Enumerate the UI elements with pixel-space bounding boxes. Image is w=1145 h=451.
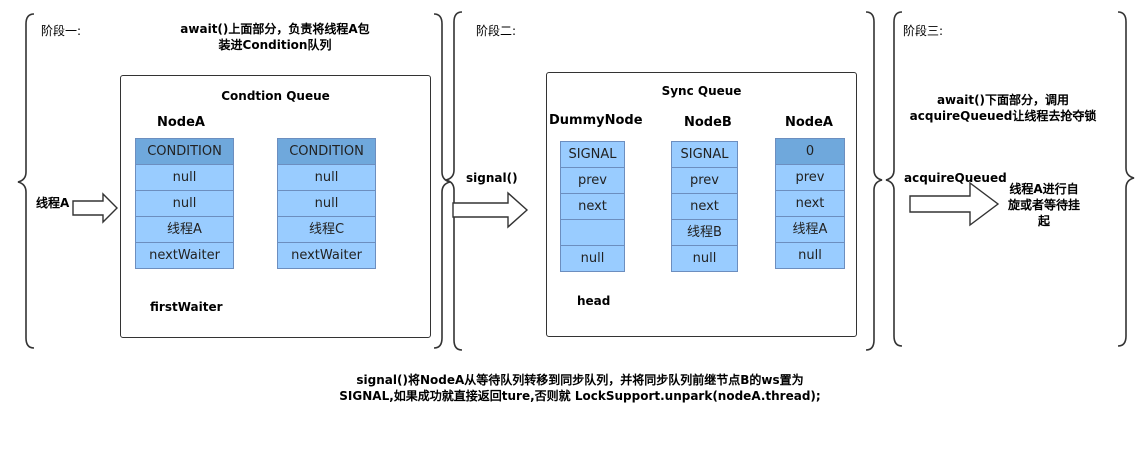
stage1-description: await()上面部分，负责将线程A包 装进Condition队列 — [160, 21, 390, 53]
stage1-desc-line1: await()上面部分，负责将线程A包 — [180, 22, 370, 36]
sq-nodeA-label: NodeA — [785, 115, 833, 130]
sq-dummy-prev: prev — [561, 168, 624, 194]
footer-line2: SIGNAL,如果成功就直接返回ture,否则就 LockSupport.unp… — [339, 389, 821, 403]
sq-dummy-thread — [561, 220, 624, 246]
sq-dummy-node: SIGNAL prev next null — [560, 141, 625, 272]
sq-nodeB-prev: prev — [672, 168, 737, 194]
first-waiter-label: firstWaiter — [150, 300, 223, 314]
acquire-queued-label: acquireQueued — [904, 171, 1007, 185]
cq-nodeC-next: null — [278, 191, 375, 217]
cq-nodeC-waitstatus: CONDITION — [278, 139, 375, 165]
stage3-result-line2: 旋或者等待挂 — [1007, 198, 1080, 212]
thread-a-arrow — [72, 192, 118, 224]
sq-nodeA-nextwaiter: null — [776, 243, 844, 268]
acquire-arrow — [909, 181, 1000, 227]
stage2-right-brace — [865, 11, 883, 351]
condition-queue-title: Condtion Queue — [221, 89, 330, 103]
stage1-desc-line2: 装进Condition队列 — [218, 38, 332, 52]
sq-nodeA-prev: prev — [776, 165, 844, 191]
stage3-result-line1: 线程A进行自 — [1009, 182, 1079, 196]
sq-nodeA-next: next — [776, 191, 844, 217]
stage3-result-line3: 起 — [1037, 214, 1050, 228]
stage1-title: 阶段一: — [41, 24, 82, 38]
cq-nodeA-thread: 线程A — [136, 217, 233, 243]
sq-nodeA: 0 prev next 线程A null — [775, 138, 845, 269]
cq-nodeC-thread: 线程C — [278, 217, 375, 243]
footer-note: signal()将NodeA从等待队列转移到同步队列，并将同步队列前继节点B的w… — [280, 372, 880, 404]
stage3-desc-line1: await()下面部分，调用 — [936, 93, 1070, 107]
cq-nodeA-waitstatus: CONDITION — [136, 139, 233, 165]
sq-nodeB-nextwaiter: null — [672, 246, 737, 271]
head-label: head — [577, 294, 611, 308]
sq-dummy-nextwaiter: null — [561, 246, 624, 271]
stage3-title: 阶段三: — [903, 24, 944, 38]
cq-nodeA-prev: null — [136, 165, 233, 191]
sq-nodeB: SIGNAL prev next 线程B null — [671, 141, 738, 272]
sq-nodeB-waitstatus: SIGNAL — [672, 142, 737, 168]
sq-nodeB-label: NodeB — [684, 115, 732, 130]
signal-label: signal() — [466, 171, 518, 185]
stage3-description: await()下面部分，调用 acquireQueued让线程去抢夺锁 — [898, 92, 1108, 124]
sq-nodeA-thread: 线程A — [776, 217, 844, 243]
stage3-desc-line2: acquireQueued让线程去抢夺锁 — [909, 109, 1097, 123]
dummy-node-label: DummyNode — [549, 113, 643, 128]
cq-nodeC: CONDITION null null 线程C nextWaiter — [277, 138, 376, 269]
sync-queue-title: Sync Queue — [661, 84, 742, 98]
cq-nodeC-prev: null — [278, 165, 375, 191]
sq-nodeB-next: next — [672, 194, 737, 220]
stage1-left-brace — [17, 13, 35, 349]
cq-nodeA-nextwaiter: nextWaiter — [136, 243, 233, 268]
stage3-left-brace — [885, 11, 903, 347]
sq-dummy-next: next — [561, 194, 624, 220]
sq-nodeB-thread: 线程B — [672, 220, 737, 246]
footer-line1: signal()将NodeA从等待队列转移到同步队列，并将同步队列前继节点B的w… — [356, 373, 804, 387]
stage2-left-brace — [445, 11, 463, 351]
stage3-result: 线程A进行自 旋或者等待挂 起 — [998, 181, 1090, 229]
stage2-title: 阶段二: — [476, 24, 517, 38]
sq-nodeA-waitstatus: 0 — [776, 139, 844, 165]
stage3-right-brace — [1117, 11, 1135, 347]
cq-nodeA: CONDITION null null 线程A nextWaiter — [135, 138, 234, 269]
cq-nodeA-next: null — [136, 191, 233, 217]
cq-nodeC-nextwaiter: nextWaiter — [278, 243, 375, 268]
sq-dummy-waitstatus: SIGNAL — [561, 142, 624, 168]
cq-nodeA-label: NodeA — [157, 115, 205, 130]
signal-arrow — [452, 191, 529, 229]
thread-a-label: 线程A — [36, 196, 70, 210]
